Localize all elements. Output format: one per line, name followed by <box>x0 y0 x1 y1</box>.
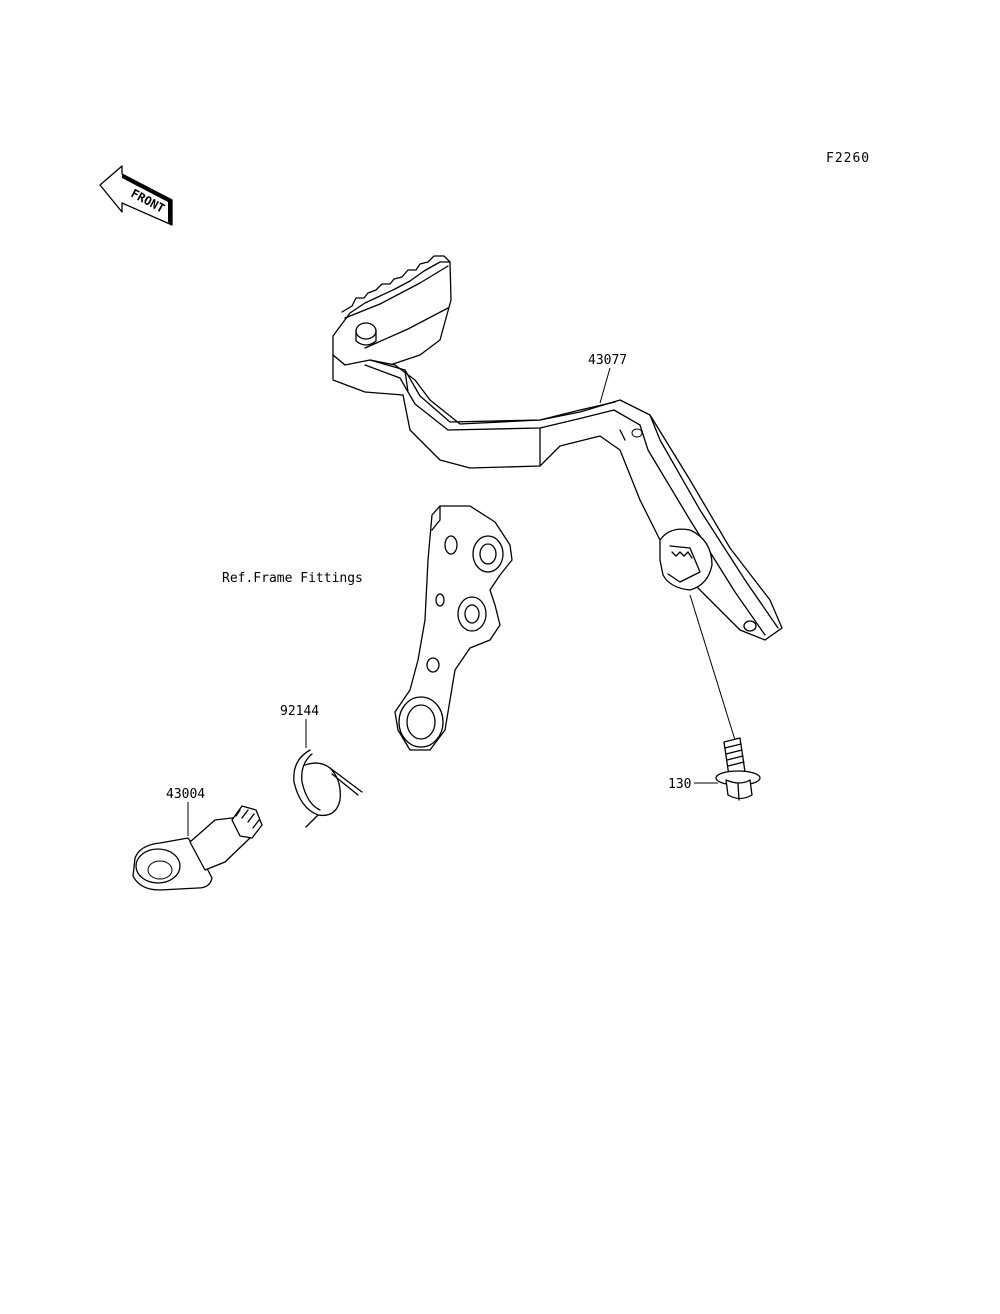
brake-pedal <box>332 255 783 641</box>
part-number-43004: 43004 <box>166 787 205 802</box>
part-number-92144: 92144 <box>280 704 319 719</box>
front-arrow-icon: FRONT <box>99 165 173 226</box>
return-spring <box>293 749 363 828</box>
reference-note: Ref.Frame Fittings <box>222 571 363 586</box>
frame-fitting-bracket <box>394 505 513 751</box>
part-number-130: 130 <box>668 777 691 792</box>
pedal-shaft <box>132 805 263 891</box>
figure-code: F2260 <box>826 151 871 166</box>
flange-bolt <box>715 737 761 801</box>
part-number-43077: 43077 <box>588 353 627 368</box>
